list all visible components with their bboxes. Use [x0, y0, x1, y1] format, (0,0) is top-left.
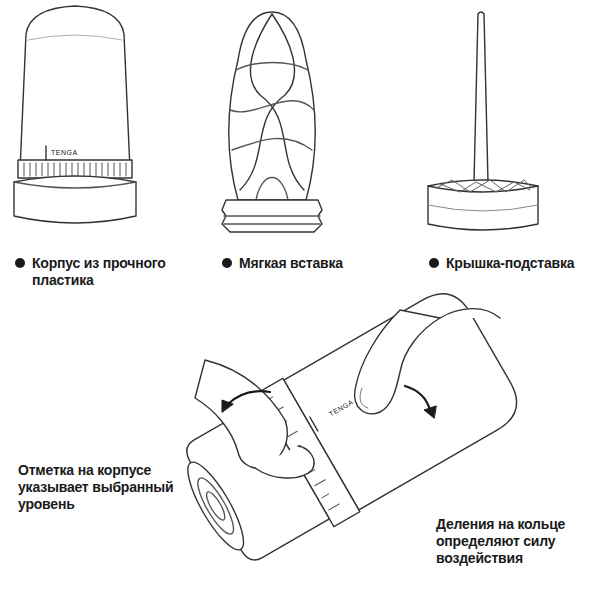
logo-text: TENGA — [50, 149, 79, 157]
cap-stand-drawing — [474, 12, 488, 182]
device-in-hands — [203, 490, 228, 523]
rotation-arrow — [222, 400, 233, 412]
housing-drawing — [30, 163, 31, 176]
housing-drawing — [108, 163, 109, 176]
callout-note: Отметка на корпусе указывает выбранный у… — [18, 462, 188, 513]
housing-drawing — [84, 163, 85, 176]
housing-drawing — [72, 163, 73, 176]
housing-drawing — [90, 163, 91, 176]
insert-drawing — [222, 12, 322, 232]
rotation-arrow — [222, 386, 436, 418]
cap-stand-drawing — [436, 180, 532, 192]
housing-drawing — [96, 163, 97, 176]
housing-drawing — [14, 182, 136, 188]
housing-drawing — [24, 163, 25, 176]
housing-drawing — [24, 163, 126, 176]
housing-drawing — [114, 163, 115, 176]
device-in-hands — [315, 480, 325, 486]
part-name: Мягкая вставка — [239, 255, 409, 272]
housing-drawing — [126, 163, 127, 176]
device-in-hands — [310, 417, 318, 431]
housing-drawing — [36, 163, 37, 176]
housing-drawing — [66, 163, 67, 176]
insert-drawing — [232, 138, 312, 150]
hand-drawing — [195, 360, 287, 468]
housing-drawing — [14, 176, 136, 223]
cap-stand-drawing — [440, 182, 530, 192]
device-in-hands — [192, 474, 240, 538]
device-in-hands — [287, 431, 297, 437]
part-name: Корпус из прочного пластика — [32, 255, 192, 289]
housing-drawing — [120, 163, 121, 176]
insert-drawing — [229, 12, 315, 200]
hand-drawing — [360, 388, 368, 408]
cap-stand-drawing — [428, 12, 538, 230]
device-in-hands — [322, 494, 329, 498]
housing-drawing — [28, 35, 122, 40]
hand-drawing — [355, 310, 440, 414]
insert-drawing — [222, 200, 322, 232]
insert-drawing — [250, 14, 304, 190]
callout-note: Деления на кольце определяют силу воздей… — [436, 516, 586, 567]
rotation-arrow — [424, 406, 436, 418]
cap-stand-drawing — [428, 180, 538, 230]
hand-drawing — [255, 446, 314, 478]
housing-drawing — [60, 163, 61, 176]
insert-drawing — [230, 101, 314, 112]
housing-drawing — [48, 163, 49, 176]
housing-drawing — [42, 163, 43, 176]
rotation-arrow — [228, 391, 270, 404]
cap-stand-drawing — [428, 205, 538, 211]
bullet-dot — [15, 258, 25, 268]
hand-drawing — [195, 309, 500, 478]
housing-drawing — [14, 6, 136, 223]
housing-drawing — [78, 163, 79, 176]
insert-drawing — [256, 178, 288, 201]
insert-drawing — [224, 215, 320, 216]
housing-drawing — [20, 6, 130, 170]
insert-drawing — [236, 63, 308, 71]
bullet-dot — [429, 258, 439, 268]
bullet-dot — [222, 258, 232, 268]
rotation-arrow — [405, 386, 430, 410]
device-in-hands — [179, 456, 253, 557]
housing-drawing — [102, 163, 103, 176]
housing-drawing — [45, 146, 46, 160]
hand-drawing — [440, 309, 500, 318]
device-in-hands — [329, 504, 339, 510]
part-name: Крышка-подставка — [446, 255, 591, 272]
insert-drawing — [224, 223, 320, 224]
cap-stand-drawing — [428, 186, 538, 192]
housing-drawing — [54, 163, 55, 176]
